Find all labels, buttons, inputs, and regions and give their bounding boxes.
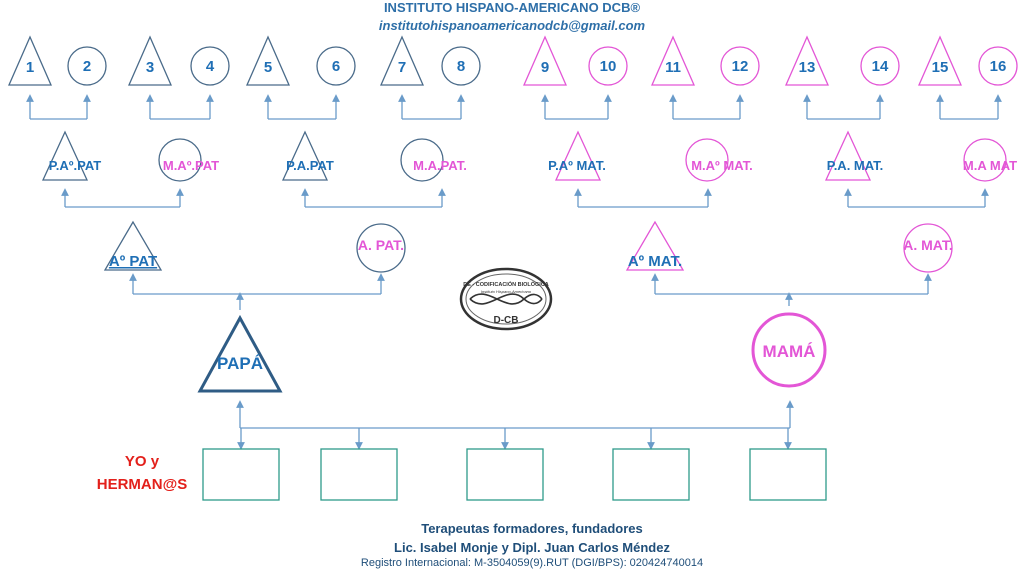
- great-parent-circle: [685, 138, 729, 182]
- great-parent-label: P.Aº MAT.: [548, 158, 606, 173]
- ancestor-label-8: 8: [457, 58, 465, 75]
- footer-line-3: Registro Internacional: M-3504059(9).RUT…: [360, 557, 704, 569]
- great-parent-triangle: [281, 130, 329, 181]
- sibling-box: [749, 448, 827, 501]
- great-parent-circle: [400, 138, 444, 182]
- ancestor-triangle-5: [246, 35, 290, 86]
- sibling-box: [320, 448, 398, 501]
- logo-inner-ring: [465, 273, 547, 325]
- ancestor-label-13: 13: [799, 59, 816, 76]
- header-title: INSTITUTO HISPANO-AMERICANO DCB®: [383, 0, 641, 15]
- ancestor-circle-8: [441, 46, 481, 86]
- great-parent-circle: [158, 138, 202, 182]
- great-parent-circle: [963, 138, 1007, 182]
- grandparent-label: A. PAT.: [358, 237, 404, 253]
- connector-lines: [26, 94, 1002, 450]
- grandparent-label: Aº PAT: [109, 253, 157, 270]
- sibling-box: [202, 448, 280, 501]
- ancestor-label-12: 12: [732, 58, 749, 75]
- papa-triangle: [197, 314, 283, 393]
- grandparent-label: A. MAT.: [903, 237, 953, 253]
- great-parent-label: P.Aº.PAT: [49, 158, 101, 173]
- logo-outer-ring: [459, 267, 553, 331]
- great-parent-triangle: [41, 130, 89, 181]
- ancestor-label-14: 14: [872, 58, 889, 75]
- footer-line-1: Terapeutas formadores, fundadores: [421, 521, 643, 536]
- ancestor-triangle-7: [380, 35, 424, 86]
- papa-label: PAPÁ: [217, 354, 263, 373]
- great-parent-label: P.A. MAT.: [827, 158, 884, 173]
- ancestor-label-15: 15: [932, 59, 949, 76]
- siblings-label-2: HERMAN@S: [97, 476, 187, 493]
- ancestor-label-10: 10: [600, 58, 617, 75]
- ancestor-label-6: 6: [332, 58, 340, 75]
- ancestor-label-2: 2: [83, 58, 91, 75]
- great-parent-label: M.Aº MAT.: [691, 158, 753, 173]
- grandparent-circle: [903, 223, 953, 273]
- ancestor-circle-2: [67, 46, 107, 86]
- ancestor-label-5: 5: [264, 59, 272, 76]
- ancestor-triangle-13: [785, 35, 829, 86]
- ancestor-label-11: 11: [665, 59, 681, 76]
- ancestor-triangle-1: [8, 35, 52, 86]
- great-parent-label: M.Aº.PAT: [163, 158, 219, 173]
- logo-sub-text: Instituto Hispano-Americano: [481, 289, 532, 294]
- great-parent-triangle: [824, 130, 872, 181]
- grandparent-triangle: [625, 220, 685, 271]
- mama-label: MAMÁ: [763, 342, 816, 361]
- ancestor-circle-4: [190, 46, 230, 86]
- ancestor-triangle-11: [651, 35, 695, 86]
- ancestor-label-1: 1: [26, 59, 34, 76]
- footer-line-2: Lic. Isabel Monje y Dipl. Juan Carlos Mé…: [394, 540, 670, 555]
- grandparent-label: Aº MAT.: [628, 253, 682, 270]
- ancestor-label-16: 16: [990, 58, 1007, 75]
- ancestor-circle-16: [978, 46, 1018, 86]
- siblings-label-1: YO y: [125, 453, 160, 470]
- sibling-box: [466, 448, 544, 501]
- sibling-box: [612, 448, 690, 501]
- great-parent-label: M.A.PAT.: [413, 158, 467, 173]
- ancestor-circle-6: [316, 46, 356, 86]
- ancestor-circle-12: [720, 46, 760, 86]
- great-parent-label: M.A MAT: [963, 158, 1017, 173]
- mama-circle: [751, 312, 827, 388]
- ancestor-triangle-9: [523, 35, 567, 86]
- header-email: institutohispanoamericanodcb@gmail.com: [378, 18, 646, 33]
- logo-name: D-CB: [494, 315, 519, 326]
- ancestor-label-4: 4: [206, 58, 215, 75]
- ancestor-triangle-15: [918, 35, 962, 86]
- ancestor-label-3: 3: [146, 59, 154, 76]
- ancestor-triangle-3: [128, 35, 172, 86]
- ancestor-label-9: 9: [541, 59, 549, 76]
- ancestor-circle-10: [588, 46, 628, 86]
- great-parent-triangle: [554, 130, 602, 181]
- dna-helix-icon: [469, 293, 543, 305]
- ancestor-circle-14: [860, 46, 900, 86]
- ancestor-label-7: 7: [398, 59, 406, 76]
- great-parent-label: P.A.PAT: [286, 158, 334, 173]
- logo-top-text: DE - CODIFICACIÓN BIOLÓGICA: [463, 280, 549, 288]
- grandparent-circle: [356, 223, 406, 273]
- grandparent-triangle: [103, 220, 163, 271]
